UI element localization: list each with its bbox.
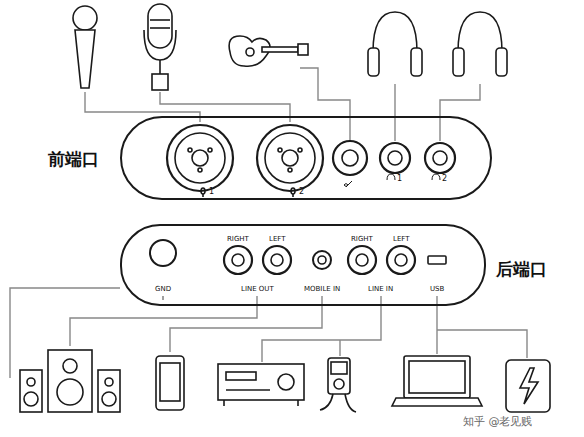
- phone-icon: [156, 356, 184, 410]
- condenser-mic-icon: [144, 4, 176, 90]
- watermark: 知乎 @老见贱: [461, 415, 535, 428]
- channel-label: LEFT: [393, 236, 410, 243]
- panel-outline: 前端口: [120, 116, 492, 200]
- panel-heading: 后端口: [496, 258, 547, 281]
- headphones-icon: [368, 12, 507, 76]
- panel-outline: 后端口: [120, 224, 486, 306]
- speakers-icon: [20, 350, 120, 412]
- port-label: LINE OUT: [241, 286, 274, 293]
- player-device-icon: [218, 364, 304, 406]
- laptop-icon: [392, 356, 482, 406]
- wire: [10, 68, 527, 378]
- guitar-icon: [229, 36, 308, 66]
- media-player-icon: [320, 358, 356, 412]
- channel-label: RIGHT: [227, 236, 249, 243]
- port-label: USB: [430, 286, 444, 293]
- port-label: MOBILE IN: [304, 286, 340, 293]
- handheld-mic-icon: [73, 6, 97, 88]
- front-jacks: [167, 125, 455, 197]
- port-label: GND: [155, 286, 171, 293]
- jack-number: 1: [209, 188, 214, 196]
- jack-number: 1: [397, 175, 402, 183]
- port-label: LINE IN: [368, 286, 393, 293]
- jack-number: 2: [442, 175, 447, 183]
- channel-label: LEFT: [269, 236, 286, 243]
- power-bank-icon: [506, 360, 550, 412]
- panel-heading: 前端口: [48, 148, 99, 171]
- back-jacks: [150, 240, 446, 300]
- channel-label: RIGHT: [351, 236, 373, 243]
- jack-number: 2: [299, 188, 304, 196]
